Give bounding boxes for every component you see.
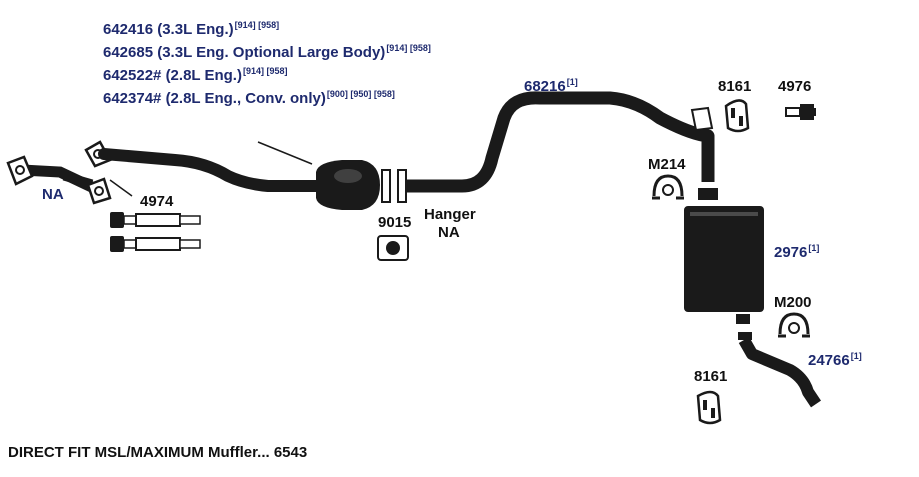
muffler-2976 [684, 206, 764, 324]
intermediate-pipe-68216 [406, 91, 718, 200]
part-list-row-4: 642374# (2.8L Eng., Conv. only)[900] [95… [103, 89, 395, 108]
converter-pipe-assembly [84, 140, 380, 210]
label-gasket-9015: 9015 [378, 214, 412, 231]
part-list-row-3: 642522# (2.8L Eng.)[914] [958] [103, 66, 288, 85]
label-pipe-68216: 68216[1] [524, 77, 578, 96]
clamp-m214 [652, 174, 684, 200]
part-list-row-1: 642416 (3.3L Eng.)[914] [958] [103, 20, 280, 39]
label-tail-pipe-24766: 24766[1] [808, 351, 862, 370]
label-muffler-2976: 2976[1] [774, 243, 820, 262]
footer-caption: DIRECT FIT MSL/MAXIMUM Muffler... 6543 [8, 444, 308, 461]
label-clamp-m214: M214 [648, 156, 686, 173]
bolt-kit-4974 [109, 179, 201, 252]
clamp-m200 [778, 312, 810, 338]
bolt-4976 [785, 104, 816, 120]
label-hanger-8161-top: 8161 [718, 78, 752, 95]
part-list-row-2: 642685 (3.3L Eng. Optional Large Body)[9… [103, 43, 431, 62]
label-bolt-4976: 4976 [778, 78, 812, 95]
label-bolt-kit-4974: 4974 [140, 193, 174, 210]
front-pipe-na [6, 155, 112, 205]
label-hanger-8161-bottom: 8161 [694, 368, 728, 385]
label-clamp-m200: M200 [774, 294, 812, 311]
tail-pipe-24766 [738, 332, 821, 408]
hanger-8161-bottom [696, 390, 722, 425]
part-number-list: 642416 (3.3L Eng.)[914] [958] 642685 (3.… [103, 18, 431, 110]
label-na-left: NA [42, 186, 64, 203]
hanger-8161-top [724, 99, 750, 133]
gasket-9015-flanges [377, 169, 409, 261]
label-hanger: Hanger [424, 206, 476, 223]
label-hanger-na: NA [438, 224, 460, 241]
